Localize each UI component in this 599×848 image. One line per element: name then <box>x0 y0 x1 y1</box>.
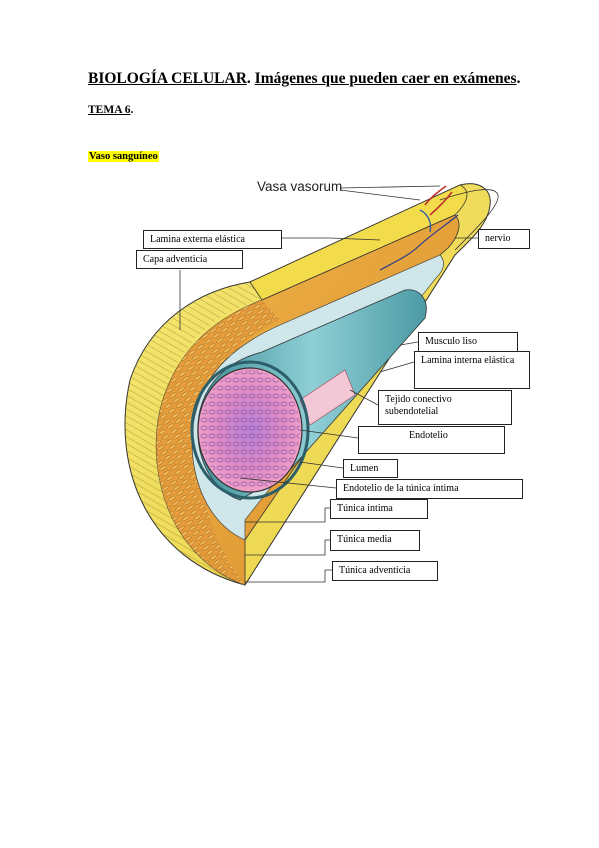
document-title: BIOLOGÍA CELULAR. Imágenes que pueden ca… <box>88 70 520 88</box>
label-lumen: Lumen <box>343 459 398 478</box>
adventitia-fibers <box>124 282 260 585</box>
label-capa-adventicia: Capa adventicia <box>136 250 243 269</box>
vasa-vessel-2 <box>419 209 432 233</box>
topic-label: TEMA 6 <box>88 104 131 116</box>
label-tejido-conectivo: Tejido conectivo subendotelial <box>378 390 512 425</box>
title-subtitle: Imágenes que pueden caer en exámenes <box>254 70 517 87</box>
label-lamina-interna: Lamina interna elástica <box>414 351 530 389</box>
label-musculo-liso: Musculo liso <box>418 332 518 352</box>
label-endotelio-intima: Endotelio de la túnica íntima <box>336 479 523 499</box>
topic-heading: TEMA 6. <box>88 104 133 116</box>
leader-lines <box>179 185 478 583</box>
vasa-vasorum-label: Vasa vasorum <box>257 179 343 194</box>
label-tunica-adventicia: Túnica adventicia <box>332 561 438 581</box>
label-endotelio: Endotelio <box>358 426 505 454</box>
topic-dot: . <box>130 104 134 116</box>
label-lamina-externa: Lamina externa elástica <box>143 230 282 249</box>
intima-ring <box>190 360 310 500</box>
title-dot: . <box>246 70 251 87</box>
nerve-fiber <box>379 214 459 271</box>
vessel-back <box>439 189 499 251</box>
label-nervio: nervio <box>478 229 530 249</box>
title-dot-2: . <box>516 70 521 87</box>
label-tunica-intima: Túnica intima <box>330 499 428 519</box>
lumen-cells <box>200 370 300 490</box>
label-tunica-media: Túnica media <box>330 530 420 551</box>
section-heading: Vaso sanguíneo <box>88 151 159 162</box>
vasa-vessel-1 <box>424 185 453 216</box>
title-subject: BIOLOGÍA CELULAR <box>88 70 247 87</box>
media-muscle-texture <box>156 300 280 585</box>
